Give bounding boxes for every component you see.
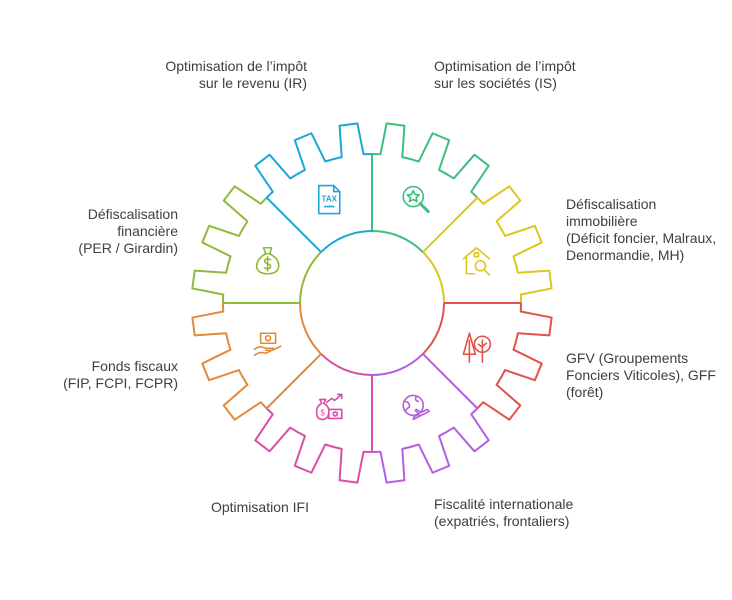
money-growth-icon: $ xyxy=(315,393,343,421)
gear-teeth xyxy=(371,407,490,484)
inner-arc xyxy=(299,302,322,355)
svg-text:$: $ xyxy=(321,408,326,417)
gear-segment-fonds xyxy=(191,302,322,421)
gear-teeth xyxy=(191,185,268,304)
label-international: Fiscalité internationale (expatriés, fro… xyxy=(434,496,574,529)
label-ifi: Optimisation IFI xyxy=(210,499,309,515)
label-immobiliere: Défiscalisation immobilière (Déficit fon… xyxy=(566,196,717,263)
gear-segment-immo xyxy=(422,185,553,304)
tax-document-icon: TAX xyxy=(317,184,341,215)
inner-arc xyxy=(299,251,322,304)
label-gfv: GFV (Groupements Fonciers Viticoles), GF… xyxy=(566,350,716,400)
globe-plane-icon xyxy=(402,394,431,421)
gear-segment-ir: TAX xyxy=(254,122,373,253)
gear-segment-gfv xyxy=(422,302,553,421)
inner-arc xyxy=(320,230,373,253)
gear-segment-ifi: $ xyxy=(254,353,373,484)
inner-arc xyxy=(320,353,373,376)
label-ir: Optimisation de l’impôt sur le revenu (I… xyxy=(165,58,307,91)
gear-teeth xyxy=(476,185,553,304)
gear-teeth xyxy=(371,122,490,199)
money-bag-icon xyxy=(255,246,280,275)
inner-arc xyxy=(371,230,424,253)
label-fonds-fiscaux: Fonds fiscaux (FIP, FCPI, FCPR) xyxy=(63,358,178,391)
house-search-icon xyxy=(462,246,491,276)
inner-arc xyxy=(422,251,445,304)
inner-arc xyxy=(422,302,445,355)
segment-divider xyxy=(422,353,479,410)
search-star-icon xyxy=(402,185,430,214)
segment-divider xyxy=(422,196,479,253)
gear-teeth xyxy=(254,407,373,484)
gear-segment-fin xyxy=(191,185,322,304)
inner-arc xyxy=(371,353,424,376)
label-is: Optimisation de l’impôt sur les sociétés… xyxy=(434,58,576,91)
gear-teeth xyxy=(191,302,268,421)
hand-cash-icon xyxy=(253,332,282,357)
gear-teeth xyxy=(476,302,553,421)
segment-divider xyxy=(265,353,322,410)
trees-icon xyxy=(462,332,492,364)
gear-teeth xyxy=(254,122,373,199)
tax-text: TAX xyxy=(322,195,338,204)
label-financiere: Défiscalisation financière (PER / Girard… xyxy=(78,206,178,256)
gear-segment-intl xyxy=(371,353,490,484)
gear-segment-is xyxy=(371,122,490,253)
segment-divider xyxy=(265,196,322,253)
